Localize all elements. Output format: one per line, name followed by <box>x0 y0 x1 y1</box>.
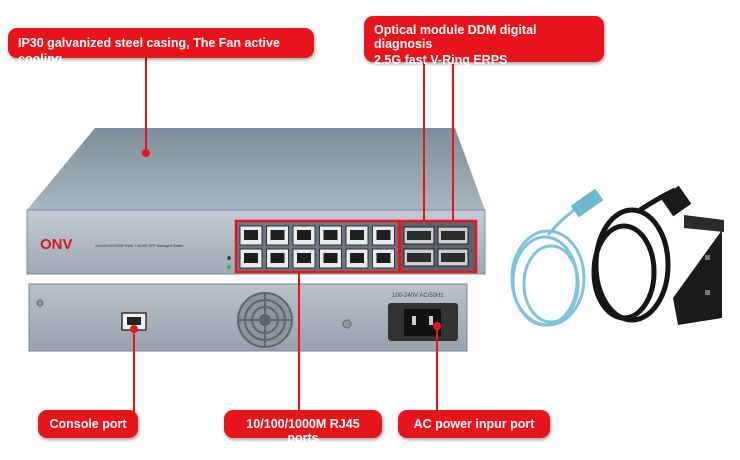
console-connector-line <box>133 328 135 412</box>
model-label: 12x10/100/1000M Ports + 4x10G SFP Manage… <box>95 244 183 248</box>
brand-logo: ONV <box>40 236 73 253</box>
rj45-connector-line <box>298 271 300 412</box>
rj45-callout-text: 10/100/1000M RJ45 ports <box>246 417 360 445</box>
rj45-port-socket <box>350 230 364 240</box>
screw <box>36 299 44 307</box>
rj45-port-socket <box>270 230 285 240</box>
console-callout: Console port <box>38 410 138 438</box>
mounting-bracket <box>673 215 724 325</box>
optical-connector-line-b <box>452 62 454 222</box>
db9-connector <box>570 188 604 218</box>
sfp-port-socket <box>407 231 431 240</box>
rj45-port-socket <box>376 253 391 263</box>
rj45-port-socket <box>323 230 338 240</box>
ac-connector-dot <box>433 322 441 330</box>
optical-callout: Optical module DDM digital diagnosis 2.5… <box>364 16 604 67</box>
sfp-port-socket <box>441 231 465 240</box>
casing-callout: IP30 galvanized steel casing, The Fan ac… <box>8 28 314 66</box>
power-plug <box>660 185 692 217</box>
console-cable <box>510 203 586 327</box>
rj45-port-socket <box>350 253 364 263</box>
sfp-ports <box>403 226 469 267</box>
rj45-port-socket <box>297 253 311 263</box>
power-rating-label: 100-240V AC/50Hz <box>392 293 443 299</box>
ac-pin <box>429 316 433 325</box>
casing-connector-line <box>145 50 147 152</box>
console-connector-dot <box>130 325 138 333</box>
rj45-port-socket <box>376 230 391 240</box>
rj45-port-block <box>236 222 398 271</box>
ac-connector-line <box>436 325 438 412</box>
fan-grille <box>237 292 293 348</box>
screw <box>342 319 352 329</box>
ac-pin <box>412 316 416 325</box>
optical-callout-line2: 2.5G fast V-Ring ERPS <box>374 53 508 67</box>
optical-connector-line-a <box>423 62 425 222</box>
rj45-callout: 10/100/1000M RJ45 ports <box>224 410 382 445</box>
sfp-highlight-box <box>398 219 478 274</box>
console-callout-text: Console port <box>49 417 127 431</box>
rj45-port-socket <box>244 253 258 263</box>
chassis-top <box>27 128 485 210</box>
rj45-port-socket <box>323 253 338 263</box>
rj45-port-socket <box>270 253 285 263</box>
reset-button <box>227 256 231 260</box>
power-cord <box>591 187 677 323</box>
casing-connector-dot <box>142 149 150 157</box>
sfp-port-socket <box>441 253 465 262</box>
rj45-ports <box>239 225 395 269</box>
optical-callout-line1: Optical module DDM digital diagnosis <box>374 23 537 51</box>
pwr-led <box>227 265 231 269</box>
sfp-port-socket <box>407 253 431 262</box>
rj45-port-socket <box>244 230 258 240</box>
ac-power-callout: AC power inpur port <box>398 410 550 438</box>
casing-callout-text: IP30 galvanized steel casing, The Fan ac… <box>18 36 280 66</box>
rj45-port-socket <box>297 230 311 240</box>
ac-power-callout-text: AC power inpur port <box>413 417 535 431</box>
console-port-socket <box>127 317 141 325</box>
